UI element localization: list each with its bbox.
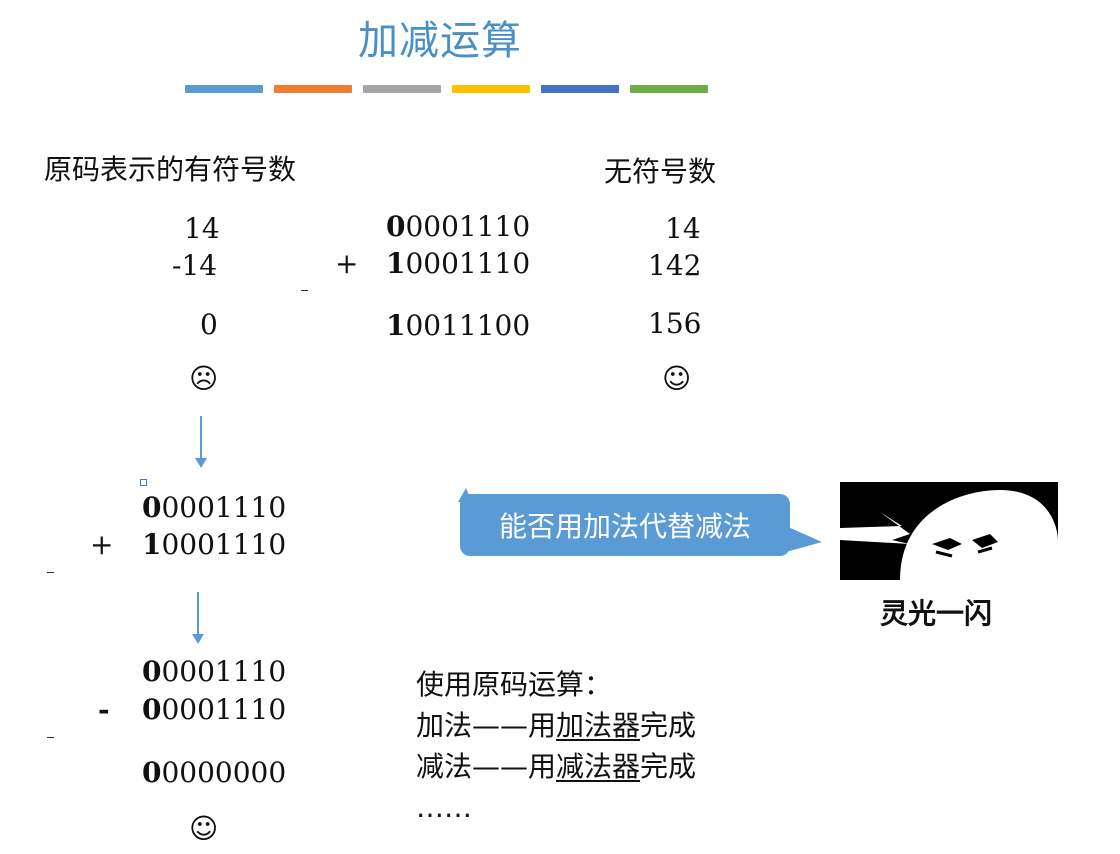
unsigned-value-a: 14 bbox=[665, 212, 701, 245]
binary-a: 00001110 bbox=[386, 210, 531, 243]
color-bar bbox=[541, 85, 619, 93]
down-arrow-icon bbox=[195, 458, 207, 468]
bubble-tail-right bbox=[786, 526, 822, 552]
step3-op: - bbox=[98, 693, 110, 726]
page-title: 加减运算 bbox=[358, 18, 522, 64]
notes-line-2: 加法——用加法器完成 bbox=[416, 709, 697, 742]
color-bar bbox=[274, 85, 352, 93]
divider-mark bbox=[301, 290, 308, 291]
unsigned-heading: 无符号数 bbox=[604, 155, 717, 188]
smile-face-icon: ☺ bbox=[662, 362, 692, 395]
speech-bubble: 能否用加法代替减法 bbox=[460, 494, 790, 556]
notes-block: 使用原码运算： 加法——用加法器完成 减法——用减法器完成 …… bbox=[416, 664, 696, 828]
signed-heading: 原码表示的有符号数 bbox=[44, 153, 297, 186]
binary-b: 10001110 bbox=[386, 247, 531, 280]
down-arrow-icon bbox=[192, 634, 204, 644]
smile-face-icon: ☺ bbox=[189, 812, 219, 845]
binary-result: 10011100 bbox=[386, 309, 531, 342]
color-bar bbox=[363, 85, 441, 93]
notes-line-1: 使用原码运算： bbox=[416, 668, 613, 701]
step2-op: + bbox=[90, 528, 114, 561]
signed-result: 0 bbox=[200, 308, 218, 341]
flash-cartoon-icon bbox=[840, 490, 1058, 580]
notes-line-4: …… bbox=[416, 791, 472, 824]
down-arrow-line bbox=[197, 592, 199, 634]
step2-binary-b: 10001110 bbox=[142, 528, 287, 561]
divider-mark bbox=[47, 737, 54, 738]
unsigned-value-b: 142 bbox=[648, 249, 702, 282]
meme-image bbox=[840, 482, 1058, 580]
divider-mark bbox=[47, 572, 54, 573]
step3-binary-b: 00001110 bbox=[142, 693, 287, 726]
sad-face-icon: ☹ bbox=[189, 362, 219, 395]
step2-binary-a: 00001110 bbox=[142, 491, 287, 524]
signed-value-a: 14 bbox=[184, 212, 220, 245]
down-arrow-line bbox=[200, 416, 202, 458]
color-bar bbox=[630, 85, 708, 93]
color-bar bbox=[185, 85, 263, 93]
signed-value-b: -14 bbox=[172, 249, 218, 282]
unsigned-result: 156 bbox=[648, 307, 702, 340]
plus-sign: + bbox=[335, 247, 359, 280]
meme-caption: 灵光一闪 bbox=[880, 597, 993, 630]
color-bar bbox=[452, 85, 530, 93]
notes-line-3: 减法——用减法器完成 bbox=[416, 750, 697, 783]
step3-binary-a: 00001110 bbox=[142, 655, 287, 688]
selection-handle[interactable] bbox=[140, 479, 147, 486]
step3-result: 00000000 bbox=[142, 756, 287, 789]
